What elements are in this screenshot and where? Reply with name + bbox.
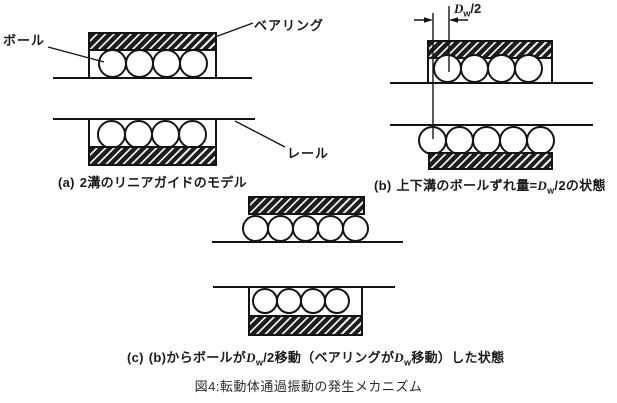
caption-panel-c: (c)(b)からボールがDw/2移動（ベアリングがDw移動）した状態	[127, 347, 504, 368]
ball	[179, 49, 208, 78]
dimension-suffix: /2	[470, 1, 482, 16]
bearing-block-hatch	[88, 146, 217, 166]
bearing-block-hatch	[248, 315, 363, 336]
ball-row	[97, 120, 207, 149]
rail-line	[213, 286, 395, 288]
ball	[267, 215, 294, 242]
caption-c-dim-sub1: w	[255, 357, 264, 368]
ball	[124, 120, 153, 149]
rail-line	[212, 241, 403, 243]
caption-a-prefix: (a)	[58, 175, 75, 190]
caption-b-text2: /2の状態	[554, 178, 606, 193]
bearing-side-wall	[215, 51, 217, 77]
rail-line	[53, 118, 255, 120]
ball	[526, 126, 555, 155]
bearing-side-wall	[551, 59, 553, 82]
bearing-side-wall	[88, 51, 90, 77]
ball	[342, 215, 369, 242]
ball	[433, 54, 462, 83]
caption-c-text1: (b)からボールが	[148, 350, 247, 365]
ball	[178, 120, 207, 149]
dimension-variable-d: D	[454, 1, 464, 16]
ball	[97, 120, 126, 149]
ball	[514, 54, 543, 83]
bearing-block-hatch	[88, 32, 217, 51]
ball	[317, 215, 344, 242]
ball-row	[252, 288, 350, 314]
dimension-subscript-w: w	[463, 8, 471, 19]
ball	[276, 288, 302, 314]
ball-row	[418, 126, 555, 155]
ball-row	[242, 215, 369, 242]
rail-line	[53, 77, 252, 79]
label-bearing: ベアリング	[254, 18, 325, 33]
caption-c-dim-d1: D	[246, 350, 256, 365]
ball	[499, 126, 528, 155]
ball	[460, 54, 489, 83]
caption-panel-a: (a) 2溝のリニアガイドのモデル	[58, 172, 247, 191]
ball-row	[98, 49, 208, 78]
ball	[292, 215, 319, 242]
caption-b-text1: 上下溝のボールずれ量=	[396, 178, 538, 193]
bearing-side-wall	[215, 120, 217, 146]
bearing-side-wall	[361, 288, 363, 315]
dimension-arrowhead-right-pointing	[424, 17, 433, 23]
bearing-block-hatch	[248, 196, 365, 215]
ball	[418, 126, 447, 155]
ball	[472, 126, 501, 155]
ball	[242, 215, 269, 242]
ball	[324, 288, 350, 314]
rail-leader-line	[234, 120, 286, 148]
bearing-side-wall	[248, 288, 250, 315]
caption-c-prefix: (c)	[127, 350, 144, 365]
dimension-label-dw2: Dw/2	[454, 1, 481, 19]
ball	[252, 288, 278, 314]
ball	[125, 49, 154, 78]
caption-b-dim-d: D	[537, 178, 548, 193]
ball-row	[433, 54, 543, 83]
ball	[98, 49, 127, 78]
caption-c-dim-d2: D	[394, 350, 404, 365]
caption-b-dim-sub: w	[547, 185, 555, 196]
rail-line	[390, 124, 593, 126]
bearing-leader-line	[214, 22, 254, 38]
caption-a-text: 2溝のリニアガイドのモデル	[79, 175, 247, 190]
caption-c-text3: 移動）した状態	[411, 350, 505, 365]
caption-c-text2: /2移動（ベアリングが	[263, 350, 395, 365]
ball	[445, 126, 474, 155]
caption-panel-b: (b) 上下溝のボールずれ量=Dw/2の状態	[374, 175, 606, 196]
label-rail: レール	[287, 146, 330, 161]
bearing-side-wall	[88, 120, 90, 146]
ball	[152, 49, 181, 78]
caption-b-prefix: (b)	[374, 178, 392, 193]
label-ball: ボール	[3, 33, 46, 48]
ball	[487, 54, 516, 83]
bearing-side-wall	[427, 59, 429, 82]
figure-caption: 図4:転動体通過振動の発生メカニズム	[194, 379, 423, 394]
bearing-block-hatch	[428, 152, 553, 170]
caption-c-dim-sub2: w	[403, 357, 412, 368]
ball	[300, 288, 326, 314]
ball	[151, 120, 180, 149]
rail-line	[390, 82, 593, 84]
